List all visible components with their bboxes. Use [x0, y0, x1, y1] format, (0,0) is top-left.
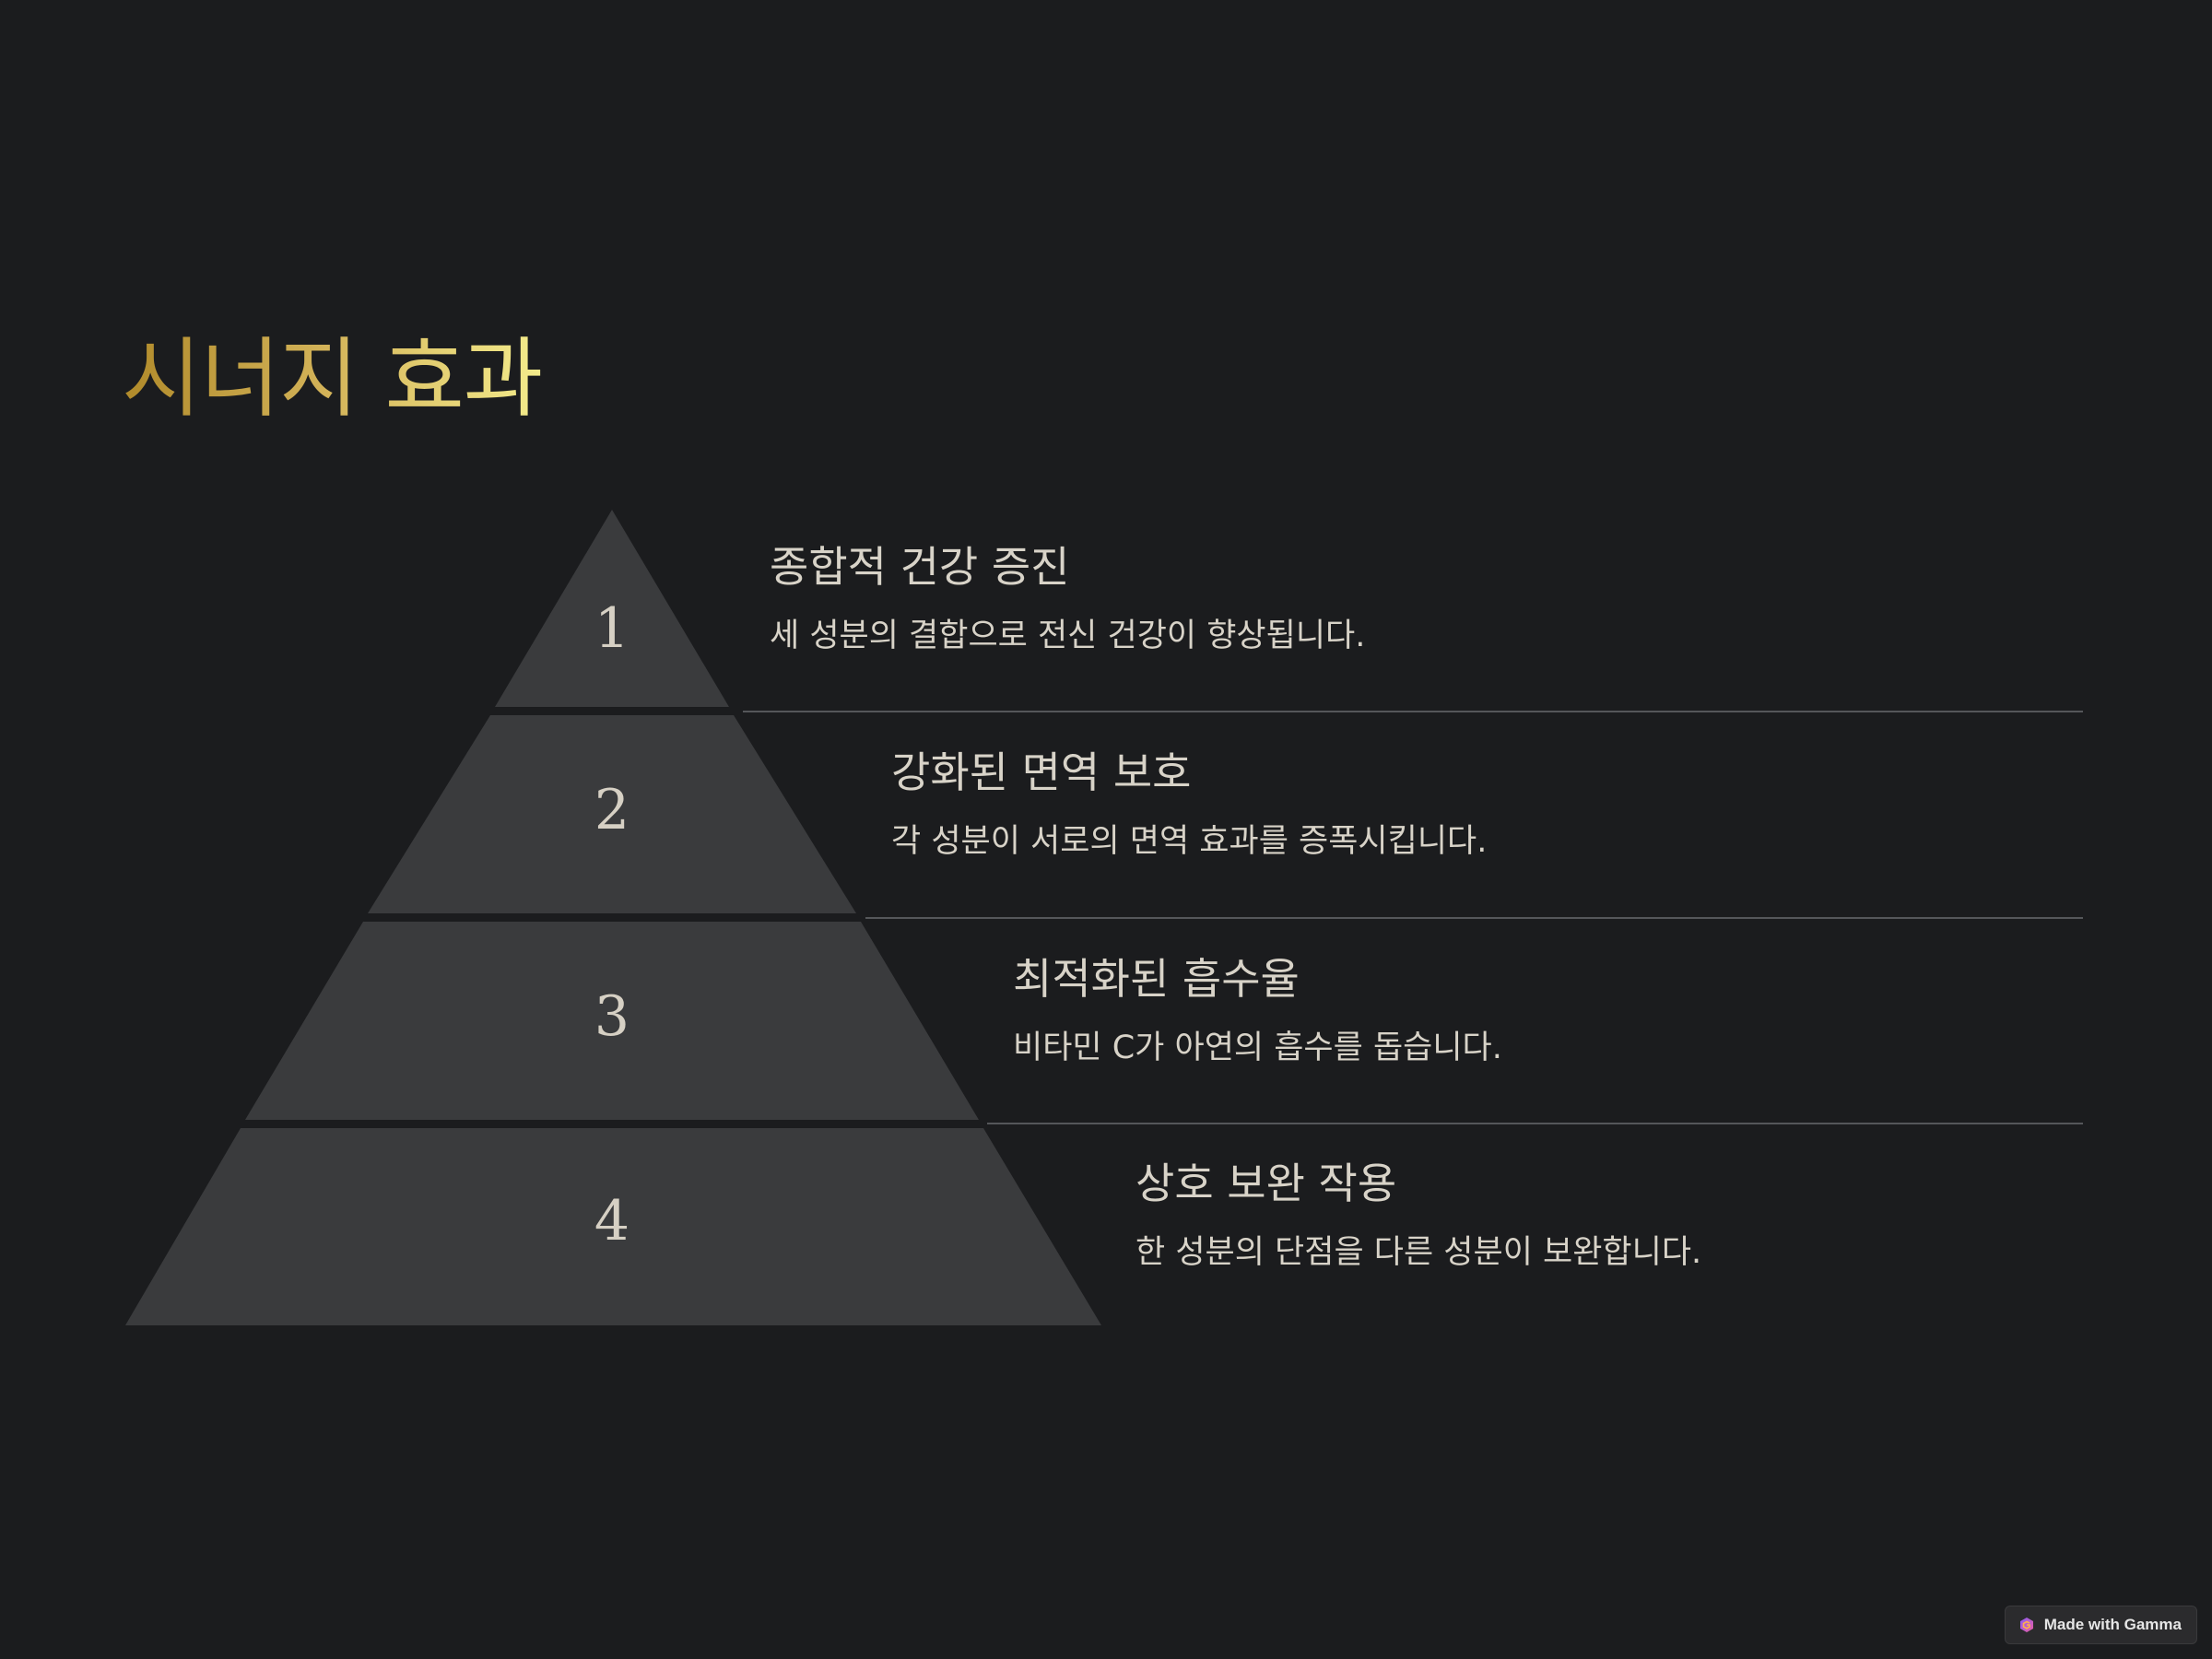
pyramid-segment-3	[245, 922, 979, 1120]
level-number-4: 4	[594, 1189, 630, 1253]
pyramid-segment-2	[368, 715, 856, 913]
made-with-gamma-badge[interactable]: Made with Gamma	[2004, 1606, 2197, 1644]
level-3-heading: 최적화된 흡수율	[1013, 954, 1300, 1004]
level-4-text: 상호 보완 작용 한 성분의 단점을 다른 성분이 보완합니다.	[1135, 1156, 1701, 1276]
level-number-2: 2	[594, 778, 630, 842]
level-3-description: 비타민 C가 아연의 흡수를 돕습니다.	[1013, 1030, 1502, 1066]
divider-2	[865, 917, 2083, 919]
divider-3	[987, 1123, 2083, 1124]
divider-1	[743, 711, 2083, 712]
pyramid-segment-4	[125, 1128, 1101, 1325]
level-number-3: 3	[594, 984, 630, 1049]
level-4-heading: 상호 보완 작용	[1135, 1159, 1397, 1208]
level-2-heading: 강화된 면역 보호	[891, 747, 1192, 797]
level-2-description: 각 성분이 서로의 면역 효과를 증폭시킵니다.	[891, 823, 1488, 860]
badge-label: Made with Gamma	[2043, 1616, 2182, 1633]
slide-title: 시너지 효과	[122, 324, 543, 435]
level-number-1: 1	[594, 596, 630, 661]
level-1-description: 세 성분의 결합으로 전신 건강이 향상됩니다.	[770, 618, 1366, 654]
gamma-logo-icon	[2019, 1618, 2033, 1632]
level-1-text: 종합적 건강 증진 세 성분의 결합으로 전신 건강이 향상됩니다.	[770, 539, 1365, 659]
pyramid-segment-1	[495, 510, 729, 707]
level-2-text: 강화된 면역 보호 각 성분이 서로의 면역 효과를 증폭시킵니다.	[891, 745, 1487, 865]
level-4-description: 한 성분의 단점을 다른 성분이 보완합니다.	[1135, 1234, 1702, 1271]
level-1-heading: 종합적 건강 증진	[770, 542, 1070, 592]
level-3-text: 최적화된 흡수율 비타민 C가 아연의 흡수를 돕습니다.	[1013, 951, 1502, 1071]
